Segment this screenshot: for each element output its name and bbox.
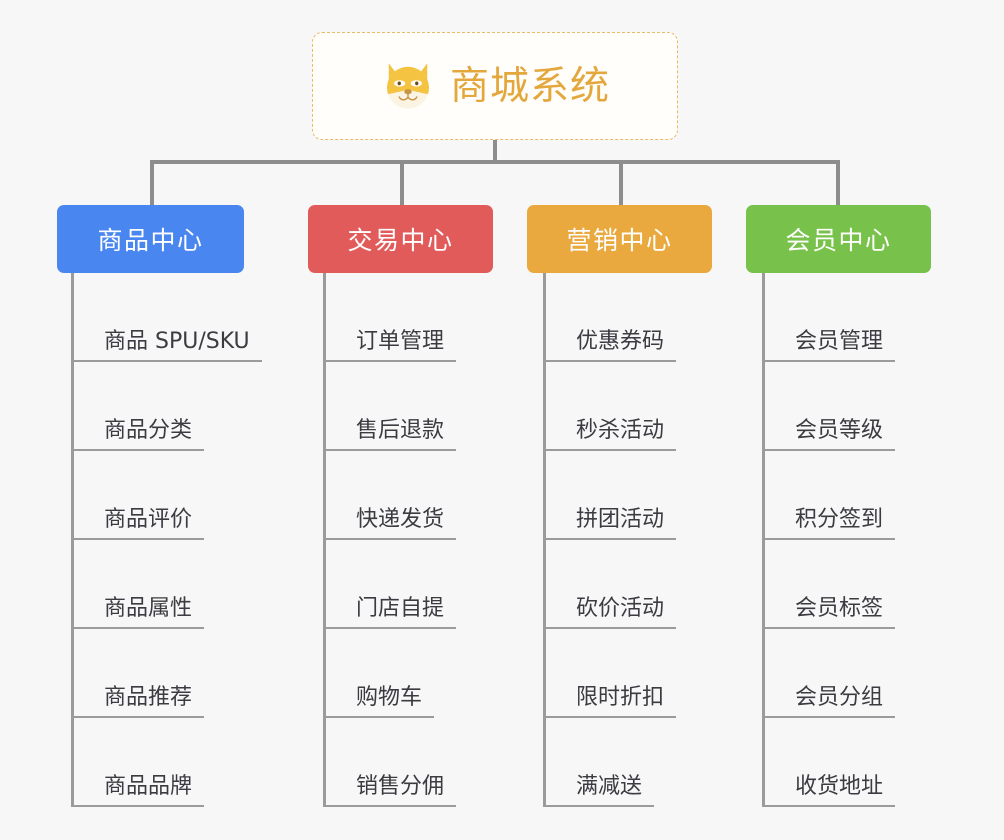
leaf-item-label: 购物车 (356, 685, 423, 710)
leaf-item-label: 商品推荐 (104, 685, 193, 710)
leaf-item-underline (762, 805, 895, 807)
category-box-1[interactable]: 商品中心 (57, 205, 244, 273)
category-box-2[interactable]: 交易中心 (308, 205, 493, 273)
shiba-dog-face-icon (386, 63, 429, 109)
leaf-item-underline (323, 627, 456, 629)
leaf-item-underline (543, 805, 654, 807)
leaf-item-underline (323, 716, 434, 718)
leaf-item-underline (323, 360, 456, 362)
leaf-item[interactable]: 会员分组 (762, 629, 895, 718)
leaf-item[interactable]: 商品分类 (71, 362, 250, 451)
leaf-item-underline (762, 627, 895, 629)
leaf-item-label: 积分签到 (795, 507, 884, 532)
root-title: 商城系统 (449, 63, 610, 109)
connector-drop-2 (400, 160, 404, 206)
leaf-item-label: 会员标签 (795, 596, 884, 621)
leaf-item[interactable]: 砍价活动 (543, 540, 676, 629)
leaf-item[interactable]: 售后退款 (323, 362, 456, 451)
category-label-4: 会员中心 (785, 226, 892, 255)
category-label-2: 交易中心 (347, 226, 454, 255)
leaf-item-underline (323, 538, 456, 540)
leaf-item-label: 拼团活动 (576, 507, 665, 532)
connector-drop-3 (619, 160, 623, 206)
leaf-item[interactable]: 积分签到 (762, 451, 895, 540)
leaf-item-underline (543, 538, 676, 540)
leaf-item-label: 限时折扣 (576, 685, 665, 710)
leaf-item[interactable]: 会员等级 (762, 362, 895, 451)
leaf-item-label: 商品属性 (104, 596, 193, 621)
leaf-item-label: 满减送 (576, 774, 643, 799)
leaf-item-underline (543, 716, 676, 718)
root-node[interactable]: 商城系统 (312, 32, 678, 140)
leaf-item-underline (323, 449, 456, 451)
leaf-item[interactable]: 会员标签 (762, 540, 895, 629)
leaf-item-underline (762, 538, 895, 540)
leaf-item-underline (71, 716, 204, 718)
leaf-item[interactable]: 秒杀活动 (543, 362, 676, 451)
leaf-item[interactable]: 快递发货 (323, 451, 456, 540)
connector-root-stem (493, 140, 497, 162)
leaf-item[interactable]: 拼团活动 (543, 451, 676, 540)
leaf-item-label: 商品分类 (104, 418, 193, 443)
connector-horizontal-bus (150, 160, 840, 164)
leaf-item-underline (762, 360, 895, 362)
leaf-item-label: 商品评价 (104, 507, 193, 532)
leaf-item-label: 会员管理 (795, 329, 884, 354)
leaf-item-label: 售后退款 (356, 418, 445, 443)
leaf-item-underline (762, 449, 895, 451)
leaf-item[interactable]: 限时折扣 (543, 629, 676, 718)
leaf-item-underline (71, 449, 204, 451)
leaf-rail (543, 273, 546, 807)
leaf-item-label: 会员分组 (795, 685, 884, 710)
leaf-item-underline (543, 449, 676, 451)
leaf-item-label: 销售分佣 (356, 774, 445, 799)
leaf-item[interactable]: 商品品牌 (71, 718, 250, 807)
leaf-item-underline (71, 360, 262, 362)
leaf-item[interactable]: 商品推荐 (71, 629, 250, 718)
leaf-item[interactable]: 收货地址 (762, 718, 895, 807)
leaf-item-label: 秒杀活动 (576, 418, 665, 443)
leaf-item-label: 会员等级 (795, 418, 884, 443)
leaf-item-underline (71, 805, 204, 807)
leaf-item[interactable]: 商品评价 (71, 451, 250, 540)
leaf-column-2: 订单管理售后退款快递发货门店自提购物车销售分佣 (323, 273, 456, 807)
leaf-rail (71, 273, 74, 807)
leaf-item[interactable]: 会员管理 (762, 273, 895, 362)
leaf-item-label: 收货地址 (795, 774, 884, 799)
leaf-item-underline (71, 538, 204, 540)
category-label-1: 商品中心 (97, 226, 204, 255)
leaf-rail (762, 273, 765, 807)
leaf-item[interactable]: 优惠券码 (543, 273, 676, 362)
leaf-item[interactable]: 满减送 (543, 718, 664, 807)
leaf-item-label: 砍价活动 (576, 596, 665, 621)
leaf-item-underline (323, 805, 456, 807)
leaf-item-underline (762, 716, 895, 718)
leaf-item[interactable]: 订单管理 (323, 273, 456, 362)
leaf-item[interactable]: 门店自提 (323, 540, 456, 629)
leaf-item-label: 优惠券码 (576, 329, 665, 354)
leaf-item[interactable]: 商品属性 (71, 540, 250, 629)
connector-drop-1 (150, 160, 154, 206)
connector-drop-4 (836, 160, 840, 206)
leaf-column-3: 优惠券码秒杀活动拼团活动砍价活动限时折扣满减送 (543, 273, 676, 807)
leaf-item-label: 快递发货 (356, 507, 445, 532)
leaf-item[interactable]: 商品 SPU/SKU (71, 273, 262, 362)
category-label-3: 营销中心 (566, 226, 673, 255)
leaf-item-label: 门店自提 (356, 596, 445, 621)
leaf-item[interactable]: 购物车 (323, 629, 444, 718)
leaf-item-underline (543, 627, 676, 629)
leaf-item[interactable]: 销售分佣 (323, 718, 456, 807)
category-box-3[interactable]: 营销中心 (527, 205, 712, 273)
leaf-item-label: 商品品牌 (104, 774, 193, 799)
leaf-column-1: 商品 SPU/SKU 商品分类商品评价商品属性商品推荐商品品牌 (71, 273, 262, 807)
category-box-4[interactable]: 会员中心 (746, 205, 931, 273)
leaf-item-label: 订单管理 (356, 329, 445, 354)
leaf-item-label: 商品 SPU/SKU (104, 329, 250, 354)
leaf-item-underline (71, 627, 204, 629)
leaf-rail (323, 273, 326, 807)
leaf-item-underline (543, 360, 676, 362)
leaf-column-4: 会员管理会员等级积分签到会员标签会员分组收货地址 (762, 273, 895, 807)
